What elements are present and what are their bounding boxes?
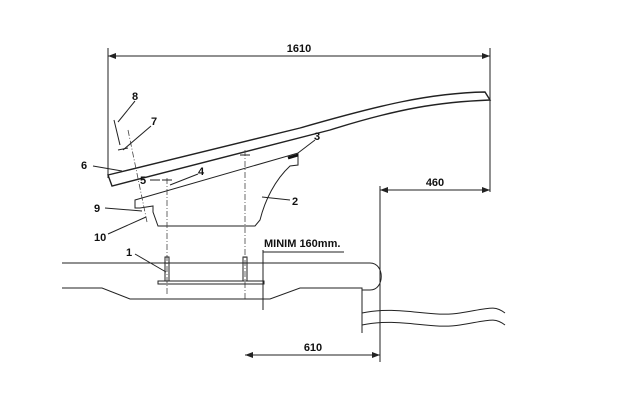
label-5: 5 <box>140 175 146 187</box>
label-9: 9 <box>94 203 100 215</box>
label-1: 1 <box>126 247 132 259</box>
dimension-610: 610 <box>245 342 380 358</box>
label-4: 4 <box>198 166 205 178</box>
label-10: 10 <box>94 232 106 244</box>
pool-deck <box>62 262 506 333</box>
dimension-min-clearance: MINIM 160mm. <box>262 238 344 310</box>
part-callouts: 8 7 6 3 5 4 2 9 10 1 <box>81 91 320 273</box>
dimension-460-label: 460 <box>426 177 444 189</box>
label-7: 7 <box>151 116 157 128</box>
label-6: 6 <box>81 160 87 172</box>
label-8: 8 <box>132 91 138 103</box>
anchor-bolts <box>113 119 265 300</box>
diving-board <box>107 91 492 187</box>
dimension-610-label: 610 <box>304 342 322 354</box>
dimension-1610-label: 1610 <box>287 43 311 55</box>
dimension-460: 460 <box>379 177 490 362</box>
support-frame <box>134 152 299 227</box>
label-2: 2 <box>292 196 298 208</box>
min-clearance-label: MINIM 160mm. <box>264 238 340 250</box>
dimension-1610: 1610 <box>107 43 491 192</box>
label-3: 3 <box>314 131 320 143</box>
